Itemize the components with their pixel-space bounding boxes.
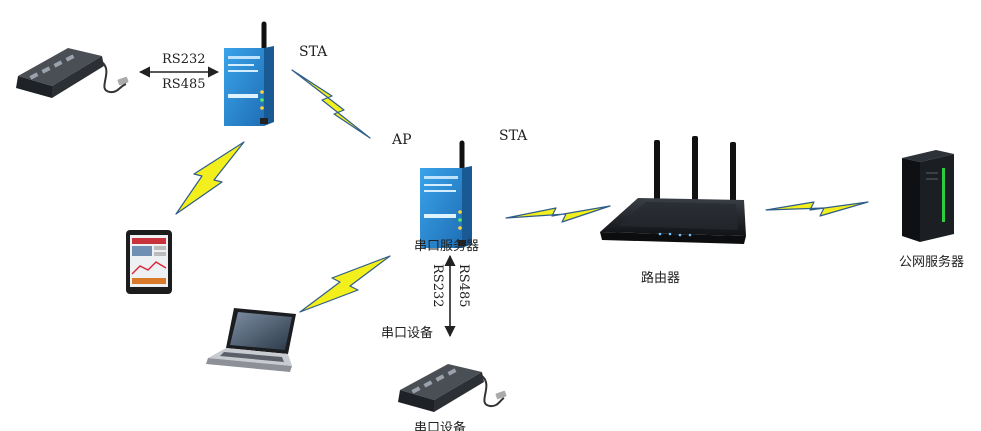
serial-server-icon	[420, 140, 472, 248]
label-sta-top: STA	[299, 44, 328, 60]
lightning-icon	[765, 201, 869, 217]
label-rs232-vertical: RS232	[430, 264, 445, 308]
lightning-icon	[299, 255, 391, 313]
label-rs485-vertical: RS485	[456, 264, 471, 308]
label-serial-server: 串口服务器	[414, 238, 479, 254]
serial-server-icon	[224, 21, 274, 126]
router-icon	[600, 136, 746, 244]
label-rs232-top: RS232	[162, 52, 206, 67]
serial-hub-icon	[16, 48, 129, 98]
label-ap: AP	[391, 132, 412, 148]
label-router: 路由器	[641, 270, 680, 286]
lightning-icon	[505, 205, 611, 223]
lightning-icon	[175, 141, 245, 215]
label-serial-device-bottom: 串口设备	[414, 420, 466, 431]
label-serial-device-mid: 串口设备	[381, 325, 433, 341]
server-icon	[902, 150, 954, 242]
label-sta-mid: STA	[499, 128, 528, 144]
tablet-icon	[126, 230, 172, 294]
lightning-icon	[291, 69, 371, 139]
label-rs485-top: RS485	[162, 77, 206, 92]
laptop-icon	[206, 308, 296, 372]
label-public-server: 公网服务器	[899, 254, 964, 270]
serial-hub-icon	[398, 364, 507, 412]
